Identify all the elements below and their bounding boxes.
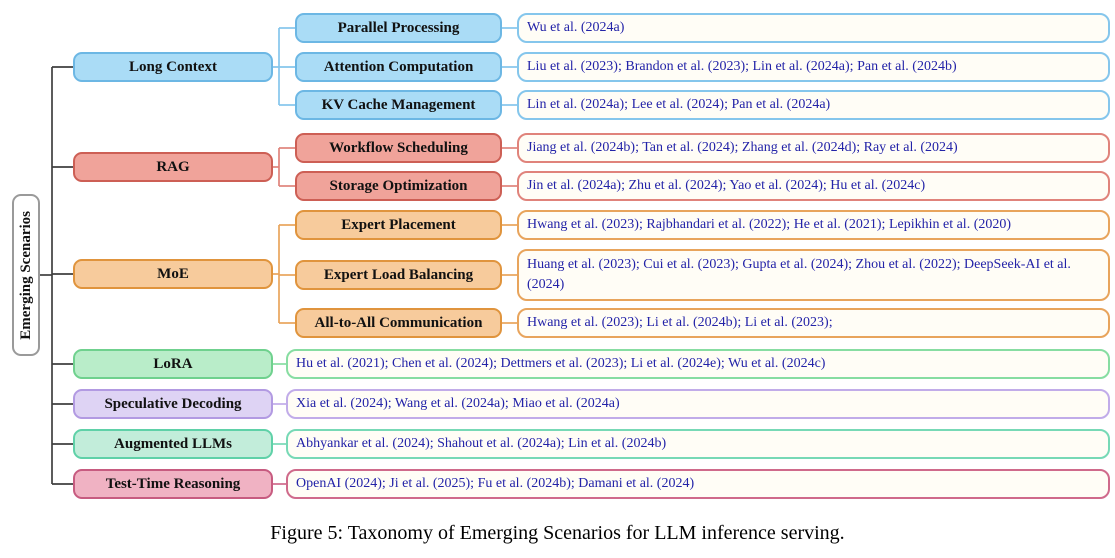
- branch-label: RAG: [156, 158, 190, 175]
- branch-label: MoE: [157, 265, 189, 282]
- branch-label: Long Context: [129, 58, 217, 75]
- root-node-label: Emerging Scenarios: [17, 210, 34, 340]
- subbranch-node-storage-optimization: Storage Optimization: [295, 171, 502, 201]
- subbranch-label: Expert Load Balancing: [323, 266, 474, 283]
- citation-links[interactable]: Jiang et al. (2024b); Tan et al. (2024);…: [527, 139, 958, 155]
- subbranch-label: Parallel Processing: [337, 19, 460, 36]
- citations-box-test-time-reasoning: OpenAI (2024); Ji et al. (2025); Fu et a…: [286, 469, 1110, 499]
- citations-box-expert-placement: Hwang et al. (2023); Rajbhandari et al. …: [517, 210, 1110, 240]
- branch-node-lora: LoRA: [73, 349, 273, 379]
- root-node-emerging-scenarios: Emerging Scenarios: [12, 194, 40, 356]
- subbranch-label: Storage Optimization: [329, 177, 468, 194]
- subbranch-label: All-to-All Communication: [314, 314, 483, 331]
- subbranch-node-kv-cache-management: KV Cache Management: [295, 90, 502, 120]
- citation-links[interactable]: Hwang et al. (2023); Rajbhandari et al. …: [527, 216, 1012, 232]
- citations-box-speculative-decoding: Xia et al. (2024); Wang et al. (2024a); …: [286, 389, 1110, 419]
- citation-links[interactable]: Hu et al. (2021); Chen et al. (2024); De…: [296, 355, 826, 371]
- citation-links[interactable]: Jin et al. (2024a); Zhu et al. (2024); Y…: [527, 177, 926, 193]
- citation-links[interactable]: Lin et al. (2024a); Lee et al. (2024); P…: [527, 96, 831, 112]
- branch-node-augmented-llms: Augmented LLMs: [73, 429, 273, 459]
- citations-box-lora: Hu et al. (2021); Chen et al. (2024); De…: [286, 349, 1110, 379]
- figure-caption: Figure 5: Taxonomy of Emerging Scenarios…: [270, 522, 845, 544]
- subbranch-node-workflow-scheduling: Workflow Scheduling: [295, 133, 502, 163]
- citation-links[interactable]: Abhyankar et al. (2024); Shahout et al. …: [296, 435, 667, 451]
- citations-box-kv-cache-management: Lin et al. (2024a); Lee et al. (2024); P…: [517, 90, 1110, 120]
- citations-box-workflow-scheduling: Jiang et al. (2024b); Tan et al. (2024);…: [517, 133, 1110, 163]
- branch-node-test-time-reasoning: Test-Time Reasoning: [73, 469, 273, 499]
- subbranch-label: Attention Computation: [323, 58, 474, 75]
- subbranch-node-all-to-all-communication: All-to-All Communication: [295, 308, 502, 338]
- subbranch-node-expert-load-balancing: Expert Load Balancing: [295, 260, 502, 290]
- branch-node-long-context: Long Context: [73, 52, 273, 82]
- branch-label: Speculative Decoding: [104, 395, 242, 412]
- subbranch-node-parallel-processing: Parallel Processing: [295, 13, 502, 43]
- citation-links[interactable]: Wu et al. (2024a): [527, 19, 625, 35]
- citations-box-expert-load-balancing: Huang et al. (2023); Cui et al. (2023); …: [517, 249, 1110, 301]
- subbranch-label: Workflow Scheduling: [329, 139, 468, 156]
- citations-box-parallel-processing: Wu et al. (2024a): [517, 13, 1110, 43]
- branch-node-rag: RAG: [73, 152, 273, 182]
- citations-box-augmented-llms: Abhyankar et al. (2024); Shahout et al. …: [286, 429, 1110, 459]
- branch-label: LoRA: [153, 355, 193, 372]
- subbranch-label: KV Cache Management: [321, 96, 476, 113]
- citation-links[interactable]: Xia et al. (2024); Wang et al. (2024a); …: [296, 395, 620, 411]
- subbranch-node-attention-computation: Attention Computation: [295, 52, 502, 82]
- citation-links[interactable]: Liu et al. (2023); Brandon et al. (2023)…: [527, 58, 957, 74]
- branch-node-speculative-decoding: Speculative Decoding: [73, 389, 273, 419]
- citations-box-storage-optimization: Jin et al. (2024a); Zhu et al. (2024); Y…: [517, 171, 1110, 201]
- branch-node-moe: MoE: [73, 259, 273, 289]
- subbranch-node-expert-placement: Expert Placement: [295, 210, 502, 240]
- branch-label: Test-Time Reasoning: [105, 475, 241, 492]
- citations-box-all-to-all-communication: Hwang et al. (2023); Li et al. (2024b); …: [517, 308, 1110, 338]
- citation-links[interactable]: OpenAI (2024); Ji et al. (2025); Fu et a…: [296, 475, 695, 491]
- citations-box-attention-computation: Liu et al. (2023); Brandon et al. (2023)…: [517, 52, 1110, 82]
- citation-links[interactable]: Huang et al. (2023); Cui et al. (2023); …: [527, 256, 1071, 292]
- subbranch-label: Expert Placement: [341, 216, 456, 233]
- branch-label: Augmented LLMs: [114, 435, 232, 452]
- citation-links[interactable]: Hwang et al. (2023); Li et al. (2024b); …: [527, 314, 833, 330]
